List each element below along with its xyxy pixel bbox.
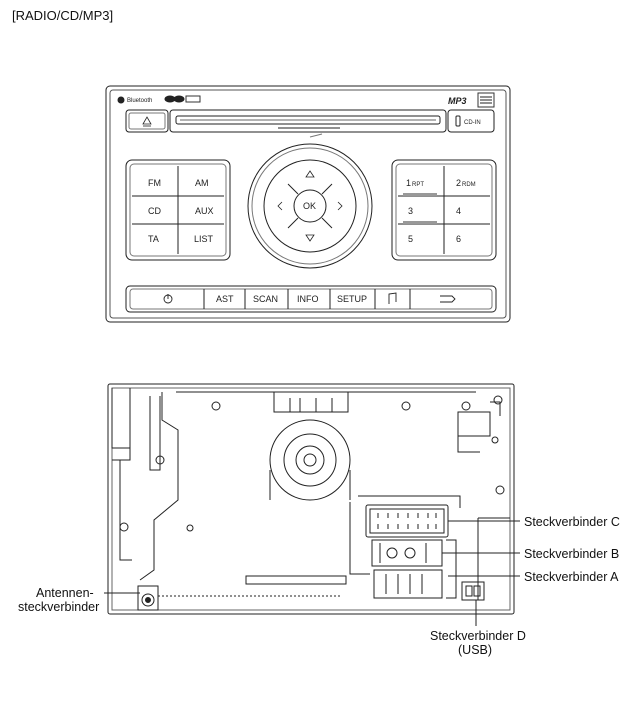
compact-disc-logo (477, 92, 495, 108)
navigation-pad (247, 143, 373, 269)
connector-cluster (349, 495, 510, 600)
antenna-connector (137, 575, 347, 611)
usb-connector (461, 581, 485, 601)
preset-1-sublabel: RPT (412, 182, 424, 188)
eject-icon (142, 116, 152, 125)
preset-4-button[interactable]: 4 (456, 206, 461, 216)
am-label: AM (195, 178, 209, 188)
front-panel: Bluetooth MP3 (105, 85, 511, 323)
preset-3-button[interactable]: 3 (408, 206, 413, 216)
music-note-icon (388, 292, 397, 304)
ta-label: TA (148, 234, 159, 244)
connector-d-sublabel: (USB) (458, 643, 492, 657)
cd-slot (169, 109, 447, 138)
disc-logo (164, 95, 201, 103)
ok-button[interactable]: OK (303, 201, 316, 211)
right-button-block (391, 159, 497, 261)
preset-2-sublabel: RDM (462, 182, 476, 188)
connector-a-label: Steckverbinder A (524, 570, 619, 584)
scan-button[interactable]: SCAN (253, 294, 278, 304)
list-label: LIST (194, 234, 214, 244)
svg-text:CD-IN: CD-IN (464, 120, 481, 126)
music-button[interactable] (388, 292, 397, 304)
rear-panel (104, 383, 520, 626)
preset-1-button[interactable]: 1 RPT (406, 178, 424, 188)
svg-text:Bluetooth: Bluetooth (127, 98, 152, 104)
function-row (125, 285, 497, 313)
arrow-up-icon[interactable] (305, 170, 315, 178)
connector-c-label: Steckverbinder C (524, 515, 620, 529)
cd-in-indicator: CD-IN (447, 109, 495, 133)
aux-label: AUX (195, 206, 214, 216)
antenna-label-line2: steckverbinder (18, 600, 99, 614)
center-boss (269, 419, 351, 501)
eject-button[interactable] (125, 109, 169, 133)
preset-2-label: 2 (456, 178, 461, 188)
preset-5-button[interactable]: 5 (408, 234, 413, 244)
power-button[interactable] (163, 294, 173, 304)
setup-button[interactable]: SETUP (337, 294, 367, 304)
info-button[interactable]: INFO (297, 294, 319, 304)
arrow-left-icon[interactable] (277, 201, 283, 211)
connector-d-label: Steckverbinder D (430, 629, 526, 643)
left-button-block (125, 159, 231, 261)
ok-label: OK (303, 201, 316, 211)
mp3-logo: MP3 (448, 96, 467, 106)
arrow-down-icon[interactable] (305, 234, 315, 242)
arrow-right-icon[interactable] (337, 201, 343, 211)
back-arrow-icon (440, 295, 456, 303)
ast-button[interactable]: AST (216, 294, 234, 304)
back-button[interactable] (440, 295, 456, 303)
antenna-label-line1: Antennen- (36, 586, 94, 600)
preset-6-button[interactable]: 6 (456, 234, 461, 244)
cd-label: CD (148, 206, 161, 216)
connector-b-label: Steckverbinder B (524, 547, 619, 561)
preset-2-button[interactable]: 2 RDM (456, 178, 476, 188)
preset-1-label: 1 (406, 178, 411, 188)
bluetooth-logo: Bluetooth (117, 96, 152, 104)
page-title: [RADIO/CD/MP3] (12, 8, 114, 23)
fm-label: FM (148, 178, 161, 188)
